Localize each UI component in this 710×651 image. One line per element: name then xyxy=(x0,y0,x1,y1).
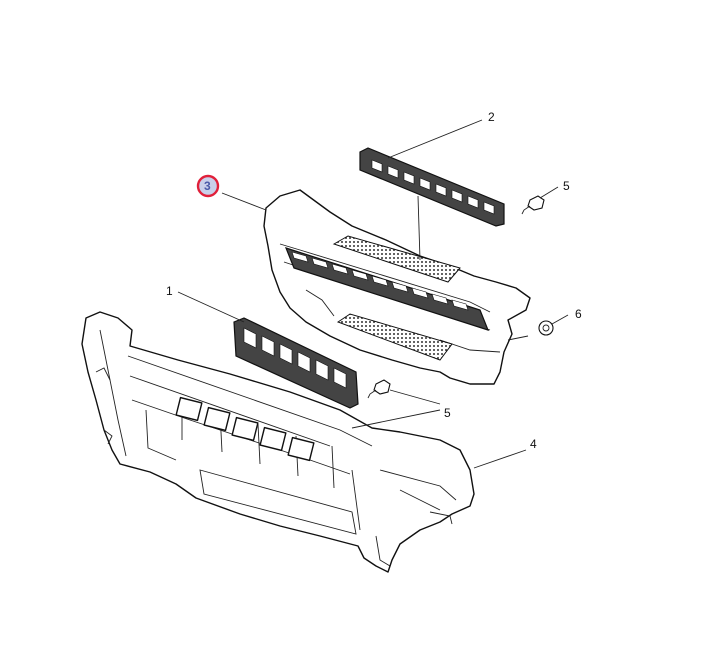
callout-4: 4 xyxy=(530,437,537,451)
callout-1: 1 xyxy=(166,284,173,298)
callout-5-lower: 5 xyxy=(444,406,451,420)
upper-mesh-panel xyxy=(332,235,461,283)
screw-lower xyxy=(367,379,391,399)
leader-lines xyxy=(177,119,569,469)
screw-upper xyxy=(521,195,545,215)
callout-6: 6 xyxy=(575,307,582,321)
callout-3: 3 xyxy=(204,179,211,193)
cover-slots xyxy=(284,247,490,331)
highlight-ring xyxy=(196,174,220,198)
clip-nut xyxy=(538,320,554,336)
callout-5-upper: 5 xyxy=(563,179,570,193)
lower-mesh-panel xyxy=(336,313,453,361)
callout-3-highlighted[interactable]: 3 xyxy=(196,174,220,198)
lower-grille xyxy=(233,317,359,409)
callout-2: 2 xyxy=(488,110,495,124)
bumper-cover xyxy=(263,189,531,385)
bumper-support-frame xyxy=(81,311,475,573)
upper-grille xyxy=(359,147,505,227)
